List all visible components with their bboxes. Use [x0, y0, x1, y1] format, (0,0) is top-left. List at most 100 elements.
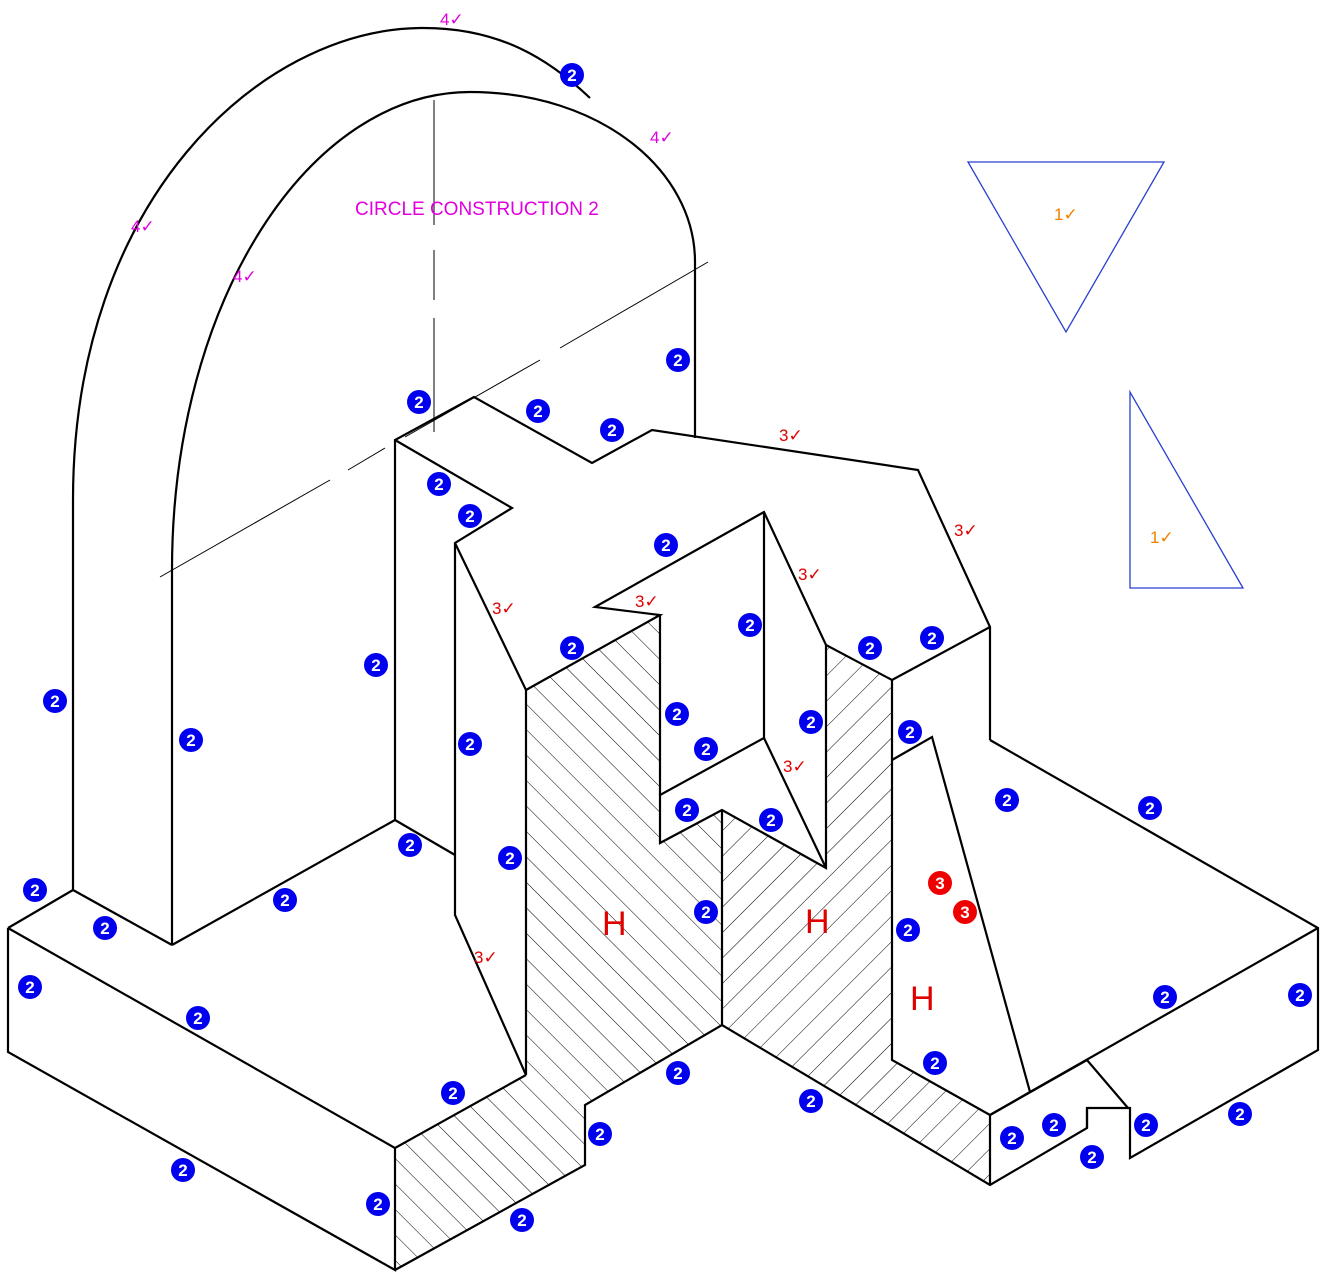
numbered-circle-icon: 2 [588, 1122, 612, 1146]
numbered-circle-icon: 2 [694, 737, 718, 761]
marker-label: 2 [672, 705, 681, 724]
numbered-circle-icon: 2 [1153, 985, 1177, 1009]
check-mark-icon: 3✓ [783, 757, 807, 776]
marker-label: 2 [661, 536, 670, 555]
marker-disc [738, 613, 762, 637]
marker-disc [93, 916, 117, 940]
numbered-circle-icon: 2 [1080, 1145, 1104, 1169]
marker-label: 2 [806, 1092, 815, 1111]
check-mark-icon: 3✓ [492, 599, 516, 618]
numbered-circle-icon: 2 [1000, 1126, 1024, 1150]
check-mark-icon: 3✓ [954, 521, 978, 540]
numbered-circle-icon: 3 [928, 871, 952, 895]
marker-label: 2 [1049, 1116, 1058, 1135]
numbered-circle-icon: 2 [407, 390, 431, 414]
marker-disc [186, 1006, 210, 1030]
check-mark-icon: 4✓ [131, 217, 155, 236]
marker-disc [923, 1051, 947, 1075]
numbered-circle-icon: 2 [510, 1208, 534, 1232]
marker-disc [1042, 1113, 1066, 1137]
numbered-circle-icon: 2 [364, 653, 388, 677]
triangle-templates [966, 161, 1245, 589]
numbered-circle-icon: 2 [759, 808, 783, 832]
marker-label: 2 [373, 1195, 382, 1214]
marker-disc [799, 710, 823, 734]
marker-disc [953, 900, 977, 924]
numbered-circle-icon: 2 [179, 728, 203, 752]
numbered-circle-icon: 2 [898, 720, 922, 744]
marker-label: 2 [701, 740, 710, 759]
marker-label: 2 [186, 731, 195, 750]
marker-disc [995, 788, 1019, 812]
numbered-circle-icon: 2 [441, 1081, 465, 1105]
marker-label: 2 [1141, 1116, 1150, 1135]
construction-caption: CIRCLE CONSTRUCTION 2 [355, 199, 599, 220]
marker-disc [666, 348, 690, 372]
section-hatching [395, 615, 990, 1270]
numbered-circle-icon: 2 [23, 878, 47, 902]
marker-disc [273, 888, 297, 912]
marker-disc [858, 636, 882, 660]
marker-disc [179, 728, 203, 752]
base-slab [6, 739, 1320, 1272]
marker-label: 2 [567, 66, 576, 85]
marker-label: 2 [1002, 791, 1011, 810]
numbered-circle-icon: 2 [1134, 1113, 1158, 1137]
numbered-circle-icon: 2 [526, 399, 550, 423]
arch-upright [71, 26, 697, 946]
marker-label: 2 [25, 978, 34, 997]
marker-disc [1134, 1113, 1158, 1137]
numbered-circle-icon: 2 [995, 788, 1019, 812]
marker-label: 2 [100, 919, 109, 938]
marker-label: 2 [905, 723, 914, 742]
numbered-circle-icon: 2 [498, 846, 522, 870]
marker-label: 2 [405, 836, 414, 855]
numbered-circle-icon: 2 [738, 613, 762, 637]
marker-label: 2 [567, 639, 576, 658]
marker-disc [498, 846, 522, 870]
numbered-circle-icon: 2 [654, 533, 678, 557]
numbered-circle-icon: 2 [858, 636, 882, 660]
marker-disc [510, 1208, 534, 1232]
numbered-circle-icon: 2 [366, 1192, 390, 1216]
numbered-circle-icon: 2 [666, 348, 690, 372]
marker-disc [1288, 983, 1312, 1007]
check-mark-icon: 3✓ [779, 426, 803, 445]
marker-disc [665, 702, 689, 726]
marker-disc [364, 653, 388, 677]
numbered-circle-icon: 2 [560, 636, 584, 660]
check-mark-icon: 3✓ [798, 565, 822, 584]
check-mark-icon: 1✓ [1054, 205, 1078, 224]
marker-label: 2 [505, 849, 514, 868]
marker-disc [1153, 985, 1177, 1009]
marker-label: 2 [1007, 1129, 1016, 1148]
marker-label: 2 [701, 903, 710, 922]
marker-disc [928, 871, 952, 895]
marker-disc [366, 1192, 390, 1216]
marker-label: 2 [1295, 986, 1304, 1005]
marker-label: 2 [673, 1064, 682, 1083]
numbered-circle-icon: 2 [923, 1051, 947, 1075]
check-mark-icon: 4✓ [233, 267, 257, 286]
section-label: H [805, 903, 830, 941]
section-labels: H H H [602, 903, 935, 1018]
numbered-circle-icon: 2 [273, 888, 297, 912]
marker-disc [398, 833, 422, 857]
numbered-circle-icon: 2 [1138, 796, 1162, 820]
marker-label: 2 [465, 507, 474, 526]
marker-label: 2 [1145, 799, 1154, 818]
marker-label: 2 [1235, 1105, 1244, 1124]
section-label: H [910, 980, 935, 1018]
hatch-face-middle [722, 645, 990, 1185]
marker-disc [1138, 796, 1162, 820]
marker-label: 2 [50, 692, 59, 711]
marker-label: 2 [280, 891, 289, 910]
marker-disc [694, 737, 718, 761]
marker-label: 2 [595, 1125, 604, 1144]
numbered-circle-icon: 2 [458, 504, 482, 528]
marker-disc [799, 1089, 823, 1113]
numbered-circle-icon: 2 [920, 626, 944, 650]
marker-label: 2 [927, 629, 936, 648]
marker-disc [458, 732, 482, 756]
